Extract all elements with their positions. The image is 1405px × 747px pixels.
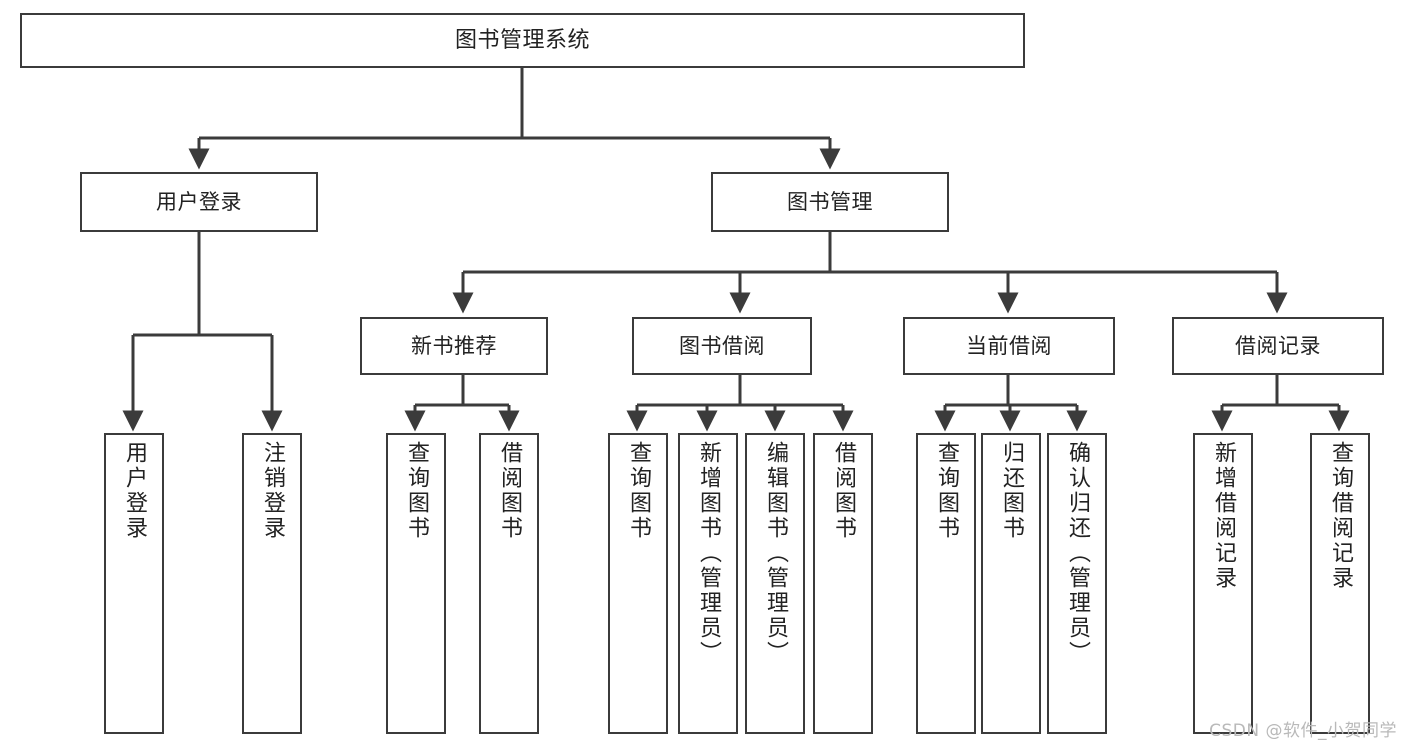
node-borrow-record[interactable]: 借阅记录	[1172, 317, 1384, 375]
leaf-borrow-book-recommend-label: 借阅图书	[497, 441, 522, 541]
leaf-borrow-book-label: 借阅图书	[831, 441, 856, 541]
node-book-management-label: 图书管理	[787, 189, 873, 214]
leaf-add-borrow-record[interactable]: 新增借阅记录	[1193, 433, 1253, 734]
leaf-edit-book-admin[interactable]: 编辑图书（管理员）	[745, 433, 805, 734]
leaf-logout-label: 注销登录	[260, 441, 285, 541]
node-user-login-label: 用户登录	[156, 189, 242, 214]
leaf-query-book-recommend[interactable]: 查询图书	[386, 433, 446, 734]
node-user-login[interactable]: 用户登录	[80, 172, 318, 232]
leaf-edit-book-admin-label: 编辑图书（管理员）	[763, 441, 788, 666]
node-root-label: 图书管理系统	[454, 27, 590, 53]
node-new-book-recommend-label: 新书推荐	[411, 333, 497, 358]
leaf-confirm-return-admin-label: 确认归还（管理员）	[1065, 441, 1090, 666]
leaf-return-book[interactable]: 归还图书	[981, 433, 1041, 734]
node-book-management[interactable]: 图书管理	[711, 172, 949, 232]
leaf-return-book-label: 归还图书	[999, 441, 1024, 541]
leaf-logout[interactable]: 注销登录	[242, 433, 302, 734]
node-current-borrow-label: 当前借阅	[966, 333, 1052, 358]
node-book-borrow-label: 图书借阅	[679, 333, 765, 358]
leaf-query-book-borrow[interactable]: 查询图书	[608, 433, 668, 734]
leaf-query-book-current-label: 查询图书	[934, 441, 959, 541]
node-new-book-recommend[interactable]: 新书推荐	[360, 317, 548, 375]
leaf-borrow-book-recommend[interactable]: 借阅图书	[479, 433, 539, 734]
leaf-add-book-admin-label: 新增图书（管理员）	[696, 441, 721, 666]
leaf-user-login[interactable]: 用户登录	[104, 433, 164, 734]
leaf-query-book-recommend-label: 查询图书	[404, 441, 429, 541]
leaf-query-borrow-record[interactable]: 查询借阅记录	[1310, 433, 1370, 734]
leaf-add-book-admin[interactable]: 新增图书（管理员）	[678, 433, 738, 734]
leaf-query-borrow-record-label: 查询借阅记录	[1328, 441, 1353, 591]
node-book-borrow[interactable]: 图书借阅	[632, 317, 812, 375]
leaf-add-borrow-record-label: 新增借阅记录	[1211, 441, 1236, 591]
watermark: CSDN @软件_小贺同学	[1209, 721, 1397, 741]
node-borrow-record-label: 借阅记录	[1235, 333, 1321, 358]
leaf-confirm-return-admin[interactable]: 确认归还（管理员）	[1047, 433, 1107, 734]
node-current-borrow[interactable]: 当前借阅	[903, 317, 1115, 375]
leaf-borrow-book[interactable]: 借阅图书	[813, 433, 873, 734]
leaf-query-book-borrow-label: 查询图书	[626, 441, 651, 541]
leaf-user-login-label: 用户登录	[122, 441, 147, 541]
leaf-query-book-current[interactable]: 查询图书	[916, 433, 976, 734]
node-root[interactable]: 图书管理系统	[20, 13, 1025, 68]
